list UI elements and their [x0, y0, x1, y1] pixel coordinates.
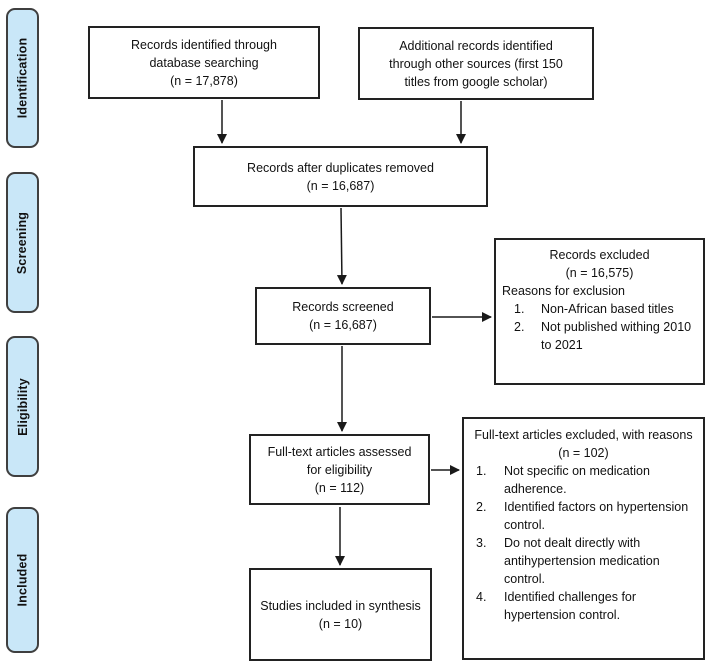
box-fulltext-excluded: Full-text articles excluded, with reason…: [462, 417, 705, 660]
box-records-identified-database: Records identified through database sear…: [88, 26, 320, 99]
list-item: 4. Identified challenges for hypertensio…: [472, 588, 695, 624]
stage-label-identification: Identification: [6, 8, 39, 148]
box-count: (n = 16,575): [565, 266, 634, 280]
box-count: (n = 112): [314, 480, 365, 495]
box-text: Full-text articles assessed for eligibil…: [267, 444, 412, 477]
list-item: 2. Identified factors on hypertension co…: [472, 498, 695, 534]
list-item-number: 2.: [514, 320, 525, 334]
box-count: (n = 102): [558, 446, 609, 460]
list-item-number: 1.: [476, 464, 487, 478]
stage-label-text: Included: [15, 553, 30, 607]
list-item: 3. Do not dealt directly with antihypert…: [472, 534, 695, 588]
box-title: Records excluded: [549, 248, 650, 262]
box-count: (n = 16,687): [309, 318, 377, 332]
box-text: Records identified through database sear…: [131, 37, 277, 70]
box-additional-records-other-sources: Additional records identified through ot…: [358, 27, 594, 100]
stage-label-text: Screening: [15, 211, 30, 274]
stage-label-included: Included: [6, 507, 39, 653]
stage-label-screening: Screening: [6, 172, 39, 313]
box-fulltext-assessed: Full-text articles assessed for eligibil…: [249, 434, 430, 505]
list-item: 1. Non-African based titles: [502, 300, 697, 318]
exclusion-reasons-list: 1. Not specific on medication adherence.…: [472, 462, 695, 624]
box-text: Studies included in synthesis: [260, 598, 421, 613]
box-studies-included: Studies included in synthesis (n = 10): [249, 568, 432, 661]
box-subtitle: Reasons for exclusion: [502, 284, 625, 298]
list-item-number: 3.: [476, 536, 487, 550]
box-records-after-duplicates-removed: Records after duplicates removed (n = 16…: [193, 146, 488, 207]
list-item-text: Not published withing 2010 to 2021: [541, 320, 692, 352]
list-item-text: Not specific on medication adherence.: [504, 464, 650, 496]
arrow-duplicates-to-screened: [336, 207, 347, 285]
box-records-screened: Records screened (n = 16,687): [255, 287, 431, 345]
list-item-number: 4.: [476, 590, 487, 604]
list-item-number: 2.: [476, 500, 487, 514]
box-count: (n = 17,878): [170, 73, 238, 88]
box-records-excluded: Records excluded (n = 16,575) Reasons fo…: [494, 238, 705, 385]
box-title: Full-text articles excluded, with reason…: [474, 428, 693, 442]
box-text: Records screened: [292, 300, 394, 314]
box-count: (n = 10): [318, 616, 363, 631]
box-text: Records after duplicates removed: [247, 160, 434, 175]
list-item-text: Identified factors on hypertension contr…: [504, 500, 689, 532]
stage-label-text: Identification: [15, 37, 30, 119]
stage-label-text: Eligibility: [15, 377, 30, 436]
list-item-text: Do not dealt directly with antihypertens…: [504, 536, 660, 586]
list-item: 2. Not published withing 2010 to 2021: [502, 318, 697, 354]
list-item: 1. Not specific on medication adherence.: [472, 462, 695, 498]
list-item-text: Identified challenges for hypertension c…: [504, 590, 637, 622]
stage-label-eligibility: Eligibility: [6, 336, 39, 477]
list-item-number: 1.: [514, 302, 525, 316]
exclusion-reasons-list: 1. Non-African based titles 2. Not publi…: [502, 300, 697, 354]
list-item-text: Non-African based titles: [541, 302, 674, 316]
box-count: (n = 16,687): [306, 178, 375, 193]
box-text: Additional records identified through ot…: [389, 38, 563, 89]
